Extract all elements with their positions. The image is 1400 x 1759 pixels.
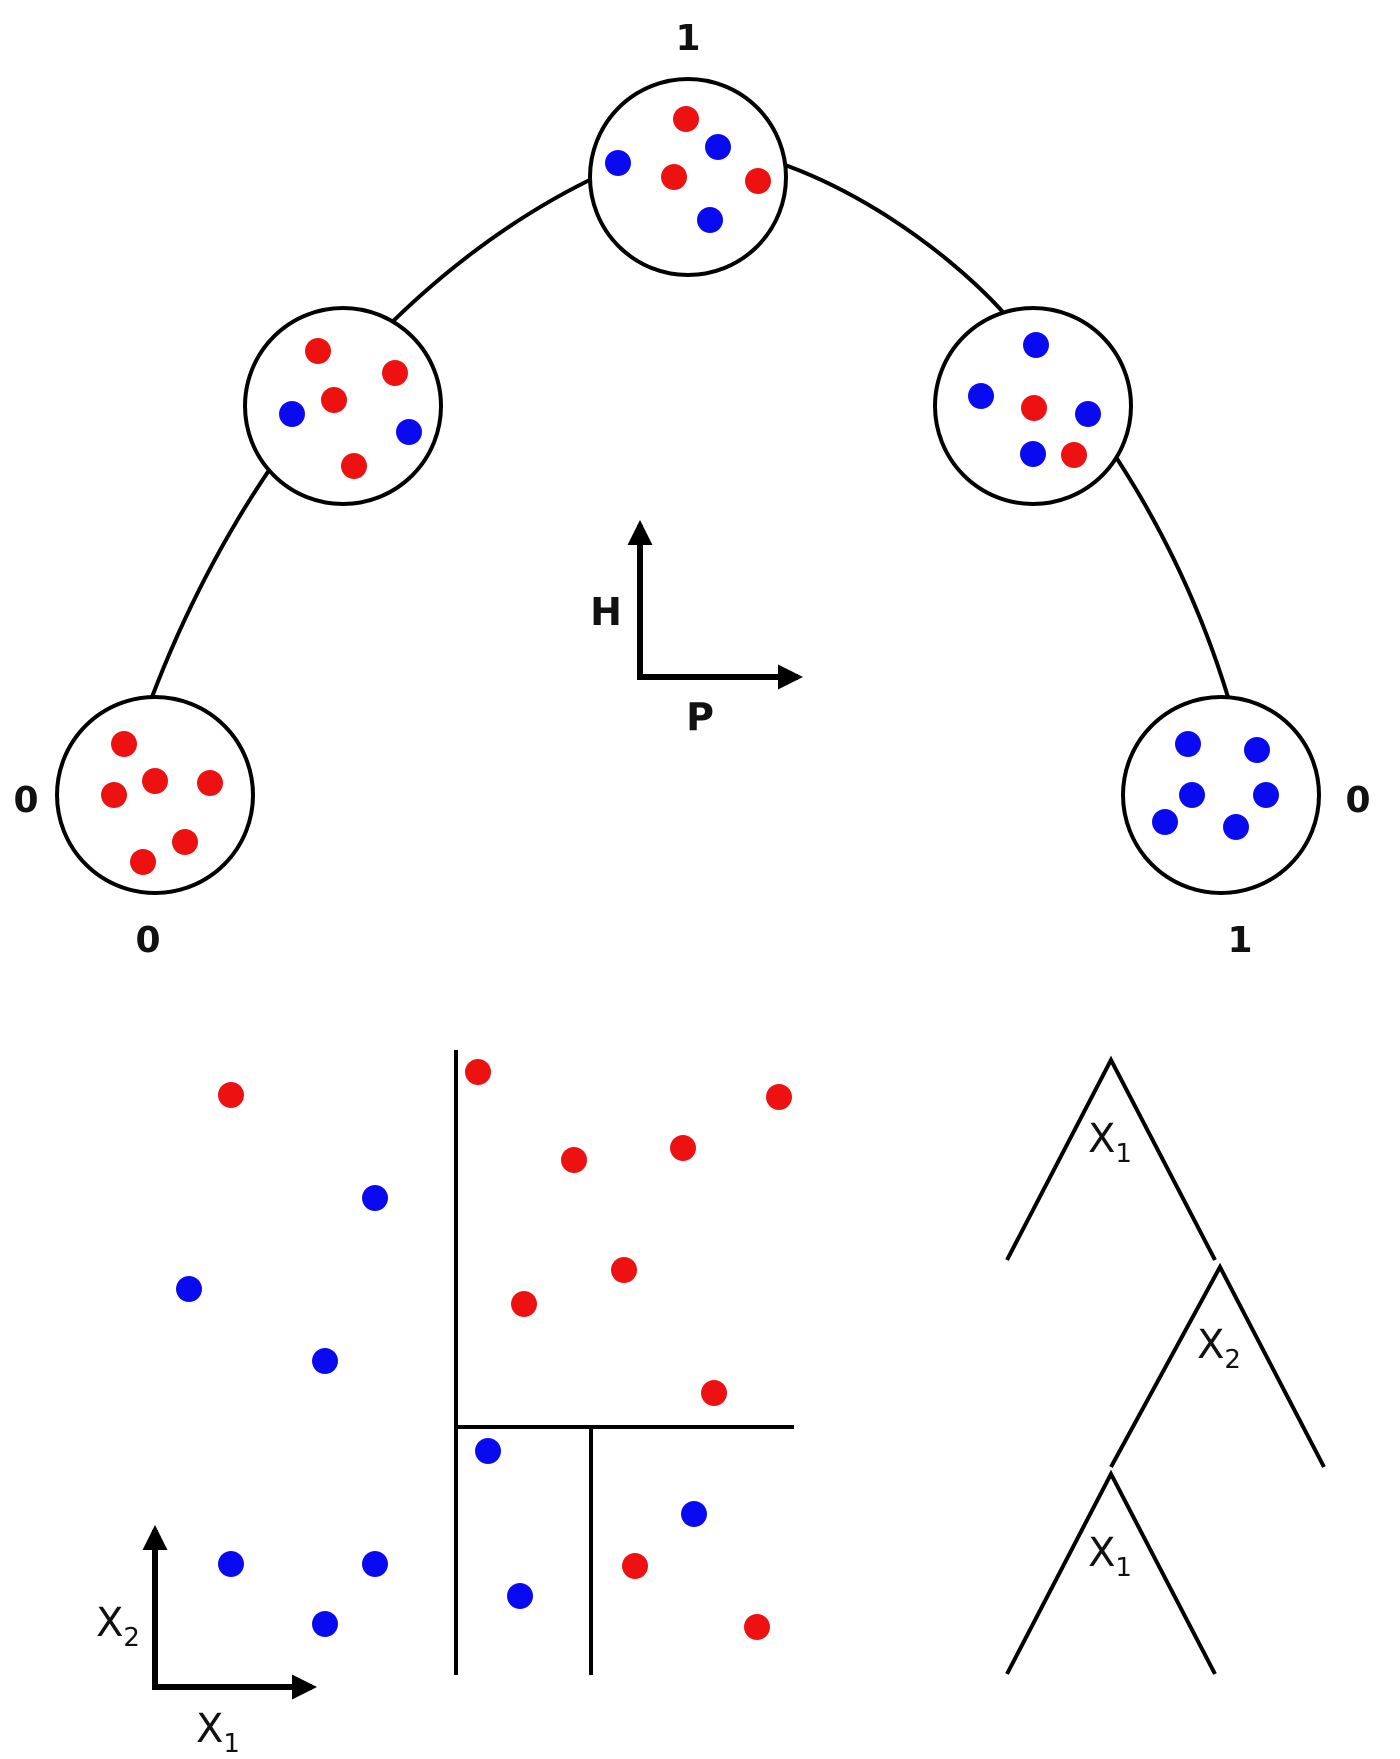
tree-split-3 (1005, 1469, 1217, 1675)
red-sample-dot (766, 1084, 792, 1110)
blue-sample-dot (1023, 332, 1049, 358)
left-side-label: 0 (13, 780, 38, 821)
red-sample-dot (1021, 395, 1047, 421)
red-sample-dot (197, 770, 223, 796)
red-sample-dot (511, 1291, 537, 1317)
node-left-mid (243, 306, 443, 506)
blue-sample-dot (1020, 441, 1046, 467)
x1-axis-label: X1 (196, 1706, 240, 1759)
red-sample-dot (142, 768, 168, 794)
tree-node-label-1: X1 (1088, 1116, 1132, 1169)
x1-x2-axis: X2 X1 (96, 1524, 318, 1759)
red-sample-dot (561, 1147, 587, 1173)
tree-split-2 (1109, 1262, 1326, 1468)
blue-sample-dot (1244, 737, 1270, 763)
red-sample-dot (382, 360, 408, 386)
red-sample-dot (1061, 442, 1087, 468)
blue-sample-dot (475, 1438, 501, 1464)
blue-sample-dot (1253, 782, 1279, 808)
red-sample-dot (622, 1553, 648, 1579)
blue-sample-dot (1179, 782, 1205, 808)
p-axis-label: P (686, 695, 714, 739)
red-sample-dot (111, 731, 137, 757)
node-right-pure (1121, 695, 1321, 895)
tree-node-label-2: X2 (1197, 1322, 1241, 1375)
blue-sample-dot (1223, 814, 1249, 840)
blue-sample-dot (362, 1551, 388, 1577)
blue-sample-dot (605, 150, 631, 176)
x2-axis-label: X2 (96, 1600, 140, 1653)
red-sample-dot (744, 1614, 770, 1640)
left-bottom-label: 0 (135, 920, 160, 961)
node-peak (588, 77, 788, 277)
red-sample-dot (321, 387, 347, 413)
tree-split-1 (1005, 1055, 1217, 1261)
red-sample-dot (673, 106, 699, 132)
blue-sample-dot (312, 1348, 338, 1374)
red-sample-dot (341, 453, 367, 479)
red-sample-dot (465, 1059, 491, 1085)
right-bottom-label: 1 (1227, 920, 1252, 961)
red-sample-dot (661, 164, 687, 190)
blue-sample-dot (968, 383, 994, 409)
red-sample-dot (670, 1135, 696, 1161)
blue-sample-dot (1152, 809, 1178, 835)
blue-sample-dot (312, 1611, 338, 1637)
impurity-curve-panel: 1 0 0 0 1 H P (13, 18, 1370, 961)
scatter-points (176, 1059, 792, 1640)
tree-node-label-3: X1 (1088, 1530, 1132, 1583)
blue-sample-dot (1075, 401, 1101, 427)
blue-sample-dot (681, 1501, 707, 1527)
h-p-axis: H P (590, 519, 804, 739)
red-sample-dot (218, 1082, 244, 1108)
tree-panel: X1 X2 X1 (1005, 1055, 1326, 1675)
red-sample-dot (130, 849, 156, 875)
blue-sample-dot (362, 1185, 388, 1211)
h-axis-label: H (590, 590, 622, 634)
red-sample-dot (611, 1257, 637, 1283)
blue-sample-dot (507, 1583, 533, 1609)
blue-sample-dot (396, 419, 422, 445)
blue-sample-dot (1175, 731, 1201, 757)
red-sample-dot (745, 168, 771, 194)
blue-sample-dot (697, 207, 723, 233)
blue-sample-dot (705, 134, 731, 160)
blue-sample-dot (218, 1551, 244, 1577)
peak-label: 1 (675, 18, 700, 59)
red-sample-dot (172, 829, 198, 855)
node-left-pure (55, 695, 255, 895)
feature-space-panel: X2 X1 (96, 1050, 794, 1759)
red-sample-dot (305, 338, 331, 364)
red-sample-dot (701, 1380, 727, 1406)
red-sample-dot (101, 782, 127, 808)
blue-sample-dot (176, 1276, 202, 1302)
blue-sample-dot (279, 401, 305, 427)
node-right-mid (933, 306, 1133, 506)
right-side-label: 0 (1345, 780, 1370, 821)
